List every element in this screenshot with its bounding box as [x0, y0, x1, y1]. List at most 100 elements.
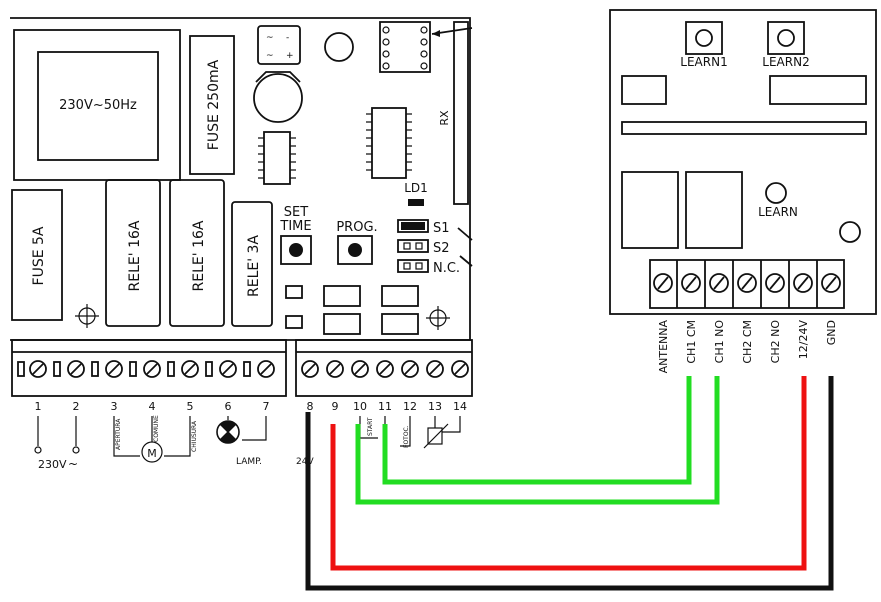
receiver-terminal-labels: ANTENNA CH1 CM CH1 NO CH2 CM CH2 NO 12/2… — [657, 320, 838, 374]
fotoc-wiring — [400, 416, 411, 447]
fotoc-label: FOTOC. — [403, 425, 410, 448]
receiver-component — [769, 75, 867, 105]
relay-3 — [231, 201, 273, 327]
wire-ch1-cm — [382, 376, 692, 485]
set-time-label-line1: SET — [284, 205, 308, 220]
apertura-label: APERTURA — [115, 418, 122, 450]
dip-ic — [379, 21, 431, 73]
potentiometer — [423, 416, 461, 449]
s1-label: S1 — [433, 221, 450, 236]
terminal-label-12-24v: 12/24V — [797, 320, 810, 360]
terminal-number: 6 — [225, 400, 232, 413]
receiver-terminal-dividers — [676, 260, 818, 308]
terminal-number: 11 — [378, 400, 392, 413]
power-label: 230V — [38, 458, 67, 471]
capacitor-base — [255, 71, 301, 83]
rx-label: RX — [438, 110, 451, 126]
relay-2 — [169, 179, 225, 327]
chiusura-label: CHIUSURA — [191, 420, 198, 452]
bridge-rectifier — [257, 25, 301, 65]
fuse-250ma — [189, 35, 235, 175]
rectifier-symbol: + — [286, 51, 294, 61]
jumper-s1-cap — [401, 222, 425, 230]
rectifier-symbol: ~ — [266, 33, 274, 43]
terminal-label-antenna: ANTENNA — [657, 320, 670, 374]
control-board: 230V~50Hz FUSE 250mA ~ - ~ + — [10, 17, 473, 471]
capacitor — [253, 73, 303, 123]
prog-button[interactable] — [337, 235, 373, 265]
terminal-numbers: 1 2 3 4 5 6 7 8 9 10 11 12 13 14 — [35, 400, 468, 413]
terminal-number: 1 — [35, 400, 42, 413]
terminal-label-gnd: GND — [825, 320, 838, 345]
terminal-number: 12 — [403, 400, 417, 413]
prog-button-cap — [348, 243, 362, 257]
pad — [285, 315, 303, 329]
fuse-5a — [11, 189, 63, 321]
mounting-hole-left — [75, 304, 99, 328]
nc-label: N.C. — [433, 261, 460, 276]
wire-power — [330, 376, 807, 571]
optocouplers — [323, 285, 419, 335]
terminal-number: 8 — [307, 400, 314, 413]
terminal-block-right-body — [295, 339, 473, 397]
fuse-5a-label: FUSE 5A — [31, 226, 47, 285]
voltage-label: 24V — [296, 457, 314, 467]
relay-3-label: RELE' 3A — [246, 235, 262, 297]
ld1-label: LD1 — [404, 181, 428, 195]
wire-ground — [305, 376, 834, 591]
receiver-relay-1 — [621, 171, 679, 249]
terminal-block-left-body — [11, 339, 287, 397]
terminal-number: 5 — [187, 400, 194, 413]
terminal-label-ch1-no: CH1 NO — [713, 320, 726, 364]
antenna-strip — [621, 121, 867, 135]
lamp — [216, 416, 267, 444]
receiver-outline — [609, 9, 877, 315]
smd-ic-middle-pins — [366, 113, 412, 171]
terminal-number: 4 — [149, 400, 156, 413]
buzzer — [324, 32, 354, 62]
motor-wiring — [113, 416, 191, 463]
receiver-led — [839, 221, 861, 243]
smd-ic-left — [263, 131, 291, 185]
rx-module — [453, 21, 469, 205]
wire-ch1-no — [355, 376, 720, 505]
led-ld1 — [408, 199, 424, 206]
jumper-s2[interactable] — [397, 239, 429, 253]
learn1-button[interactable] — [685, 21, 723, 55]
terminal-number: 3 — [111, 400, 118, 413]
lamp-label: LAMP. — [236, 457, 262, 467]
learn2-button[interactable] — [767, 21, 805, 55]
terminal-number: 9 — [332, 400, 339, 413]
learn2-button-cap — [777, 29, 795, 47]
jumper-nc-pins — [403, 262, 423, 270]
relay-1 — [105, 179, 161, 327]
terminal-screws-left — [17, 360, 275, 378]
pad — [285, 285, 303, 299]
terminal-number: 14 — [453, 400, 467, 413]
dip-ic-pins — [382, 26, 428, 70]
receiver-relay-2 — [685, 171, 743, 249]
jumper-s2-pins — [403, 242, 423, 250]
motor-label: M — [147, 447, 157, 460]
rectifier-symbol: ~ — [266, 51, 274, 61]
start-label: START — [367, 417, 374, 436]
terminal-block-left — [11, 339, 287, 397]
learn-label: LEARN — [758, 205, 798, 219]
receiver-terminal-block — [649, 259, 845, 309]
transformer — [13, 29, 181, 181]
comune-label: COMUNE — [153, 415, 160, 442]
terminal-screws-right — [301, 360, 469, 378]
receiver-component — [621, 75, 667, 105]
mounting-hole-right — [426, 306, 450, 330]
ac-symbol: ~ — [68, 457, 78, 471]
jumper-s1[interactable] — [397, 219, 429, 233]
relay-2-label: RELE' 16A — [191, 220, 207, 291]
jumper-nc[interactable] — [397, 259, 429, 273]
set-time-button[interactable] — [280, 235, 312, 265]
learn-button[interactable] — [765, 182, 787, 204]
receiver-terminal-screws — [653, 273, 841, 293]
s2-label: S2 — [433, 241, 450, 256]
smd-ic-middle — [371, 107, 407, 179]
smd-ic-left-pins — [258, 137, 296, 179]
